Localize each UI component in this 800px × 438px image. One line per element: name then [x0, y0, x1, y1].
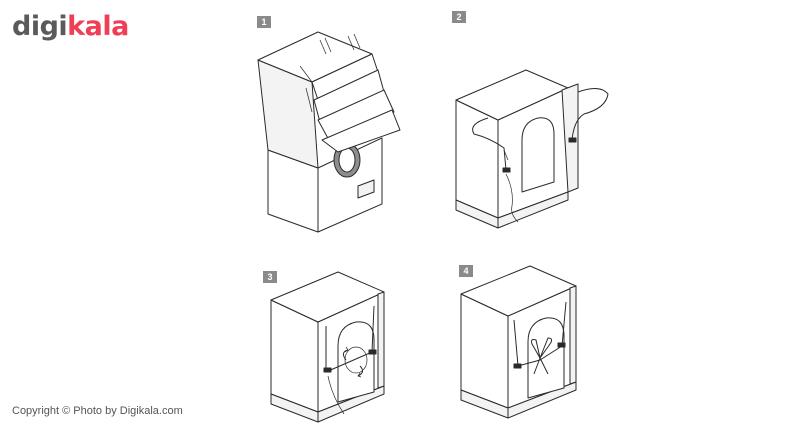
strap-buckle-right [557, 342, 566, 348]
digikala-logo[interactable]: digikala [12, 13, 129, 40]
bow-loop-left [531, 339, 541, 359]
bow-tail-right [539, 357, 549, 375]
machine-door-glass [338, 147, 356, 173]
door-arch [521, 117, 555, 193]
cover-left-face [455, 99, 499, 219]
bow-loop-right [539, 337, 553, 359]
copyright-text: Copyright © Photo by Digikala.com [12, 405, 183, 417]
step-badge-2: 2 [452, 11, 466, 23]
step-1-illustration [257, 31, 401, 233]
strap-buckle-left [323, 367, 332, 373]
strap-buckle-left [502, 167, 511, 173]
arrow-curl-right [357, 365, 364, 377]
step-badge-3: 3 [263, 271, 277, 283]
strap-buckle-right [368, 349, 377, 355]
strap-buckle-right [568, 137, 577, 143]
machine-panel [357, 179, 375, 199]
door-arch [527, 317, 565, 399]
bow-tail-left [533, 357, 541, 375]
cover-fold-3 [317, 89, 395, 143]
strap-right [571, 88, 609, 141]
step-2-illustration [455, 69, 609, 229]
door-glass [344, 346, 368, 374]
door-arch [337, 321, 375, 403]
strap-buckle-left [513, 363, 522, 369]
strap-path [513, 301, 567, 367]
logo-digi: digi [12, 11, 68, 42]
strap-left [472, 117, 507, 171]
cover-fold-4 [321, 109, 401, 153]
step-badge-1: 1 [257, 16, 271, 28]
step-3-illustration [270, 271, 385, 423]
strap-path [325, 305, 375, 373]
logo-kala: kala [67, 11, 129, 42]
step-badge-4: 4 [459, 265, 473, 277]
step-4-illustration [460, 265, 577, 419]
